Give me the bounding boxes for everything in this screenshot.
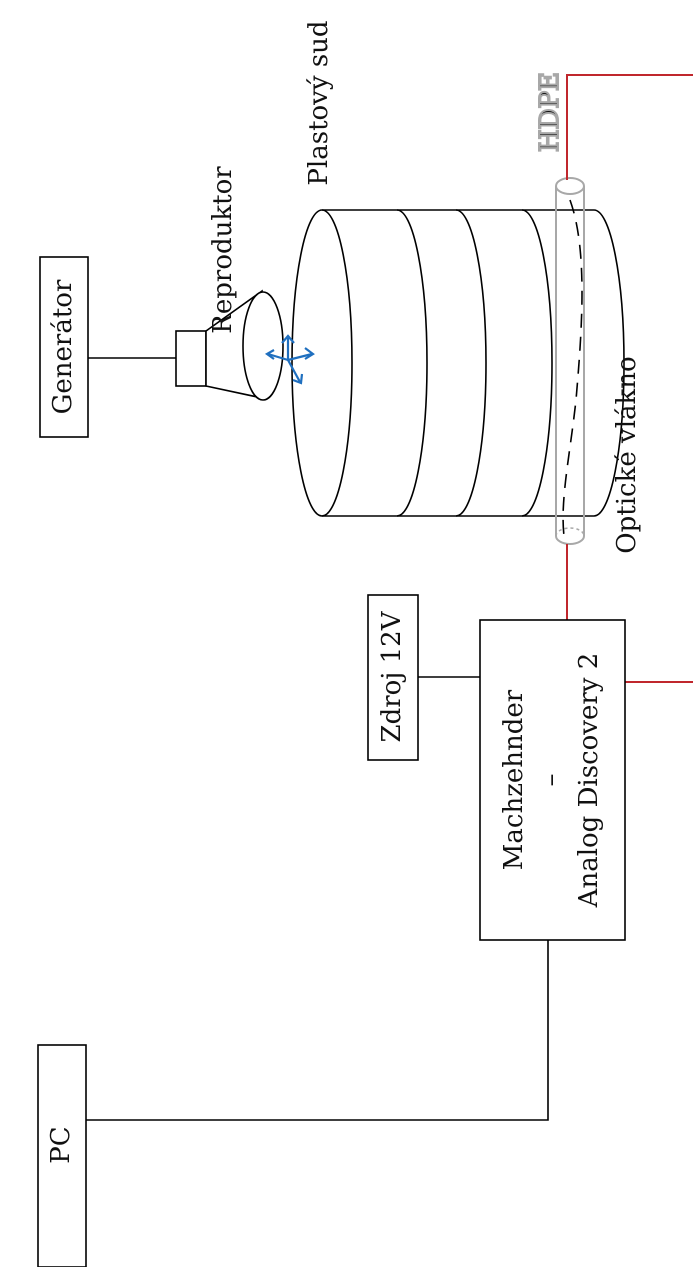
- generator-box: Generátor: [39, 256, 89, 438]
- pc-label: PC: [46, 1126, 76, 1163]
- barrel-label: Plastový sud: [304, 20, 334, 185]
- optical-fiber: Optické vlákno: [562, 74, 693, 683]
- interferometer-label-line1: Machzehnder: [499, 689, 529, 870]
- interferometer-box: Machzehnder – Analog Discovery 2: [479, 619, 626, 941]
- pc-box: PC: [37, 1044, 87, 1267]
- generator-label: Generátor: [48, 279, 78, 414]
- power-supply-box: Zdroj 12V: [367, 594, 419, 761]
- interferometer-label-line2: Analog Discovery 2: [574, 653, 604, 909]
- fiber-top-run: [566, 74, 693, 180]
- hdpe-label: HDPE: [535, 72, 565, 152]
- power-supply-label: Zdroj 12V: [377, 610, 407, 742]
- hdpe-tube: HDPE: [534, 71, 585, 545]
- speaker-membrane: [242, 291, 284, 401]
- acoustic-wave-arrows: [264, 334, 315, 385]
- speaker: Reproduktor: [175, 166, 284, 401]
- interferometer-pc-cable: [86, 940, 549, 1121]
- interferometer-label-sep: –: [536, 774, 566, 787]
- fiber-label: Optické vlákno: [612, 356, 642, 553]
- plastic-barrel: Plastový sud: [291, 20, 625, 517]
- speaker-label: Reproduktor: [208, 166, 238, 334]
- fiber-coil: [562, 199, 583, 537]
- speaker-magnet: [175, 330, 207, 387]
